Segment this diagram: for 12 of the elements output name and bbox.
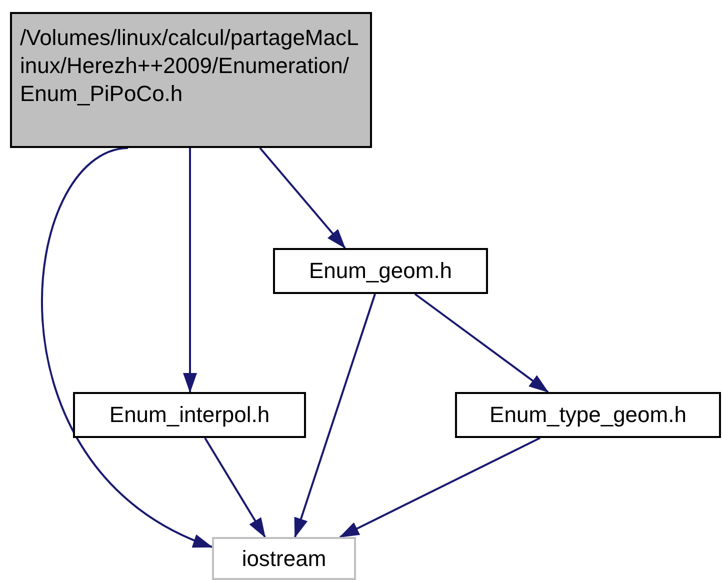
arrow <box>42 147 213 548</box>
arrow <box>339 437 540 538</box>
arrow <box>204 437 266 538</box>
file-box: Enum_geom.h <box>273 248 488 294</box>
arrow <box>414 293 549 393</box>
file-box: Enum_type_geom.h <box>455 392 721 438</box>
file-box: Enum_interpol.h <box>73 392 306 438</box>
arrow <box>294 294 376 538</box>
file-box-highlighted: /Volumes/linux/calcul/partageMacLinux/Herezh++2009/Enumeration/Enum_PiPoCo.h <box>10 12 372 148</box>
arrow <box>259 147 346 249</box>
arrow <box>183 148 197 393</box>
file-box: iostream <box>212 537 356 580</box>
